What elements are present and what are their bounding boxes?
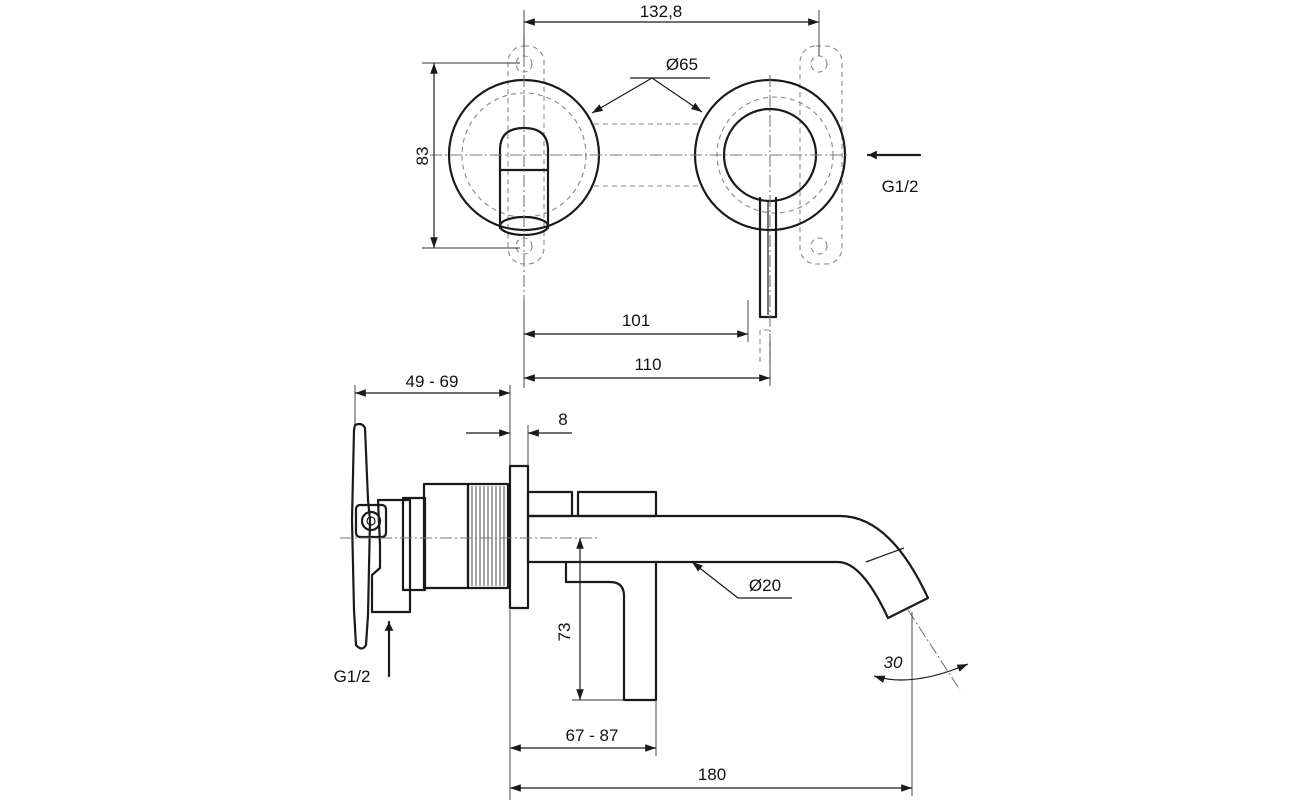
thread-hatch — [471, 486, 505, 586]
dim-height-83: 83 — [413, 62, 520, 249]
dim-spout-reach: 180 — [509, 612, 913, 796]
dim-lever-label: 101 — [622, 311, 650, 330]
spout — [526, 490, 930, 620]
front-inlet: G1/2 — [866, 150, 922, 196]
front-hidden-body — [461, 45, 843, 362]
dim-lever-height: 73 — [555, 538, 624, 701]
side-inlet: G1/2 — [334, 620, 394, 686]
spout-axis — [907, 609, 961, 691]
mounting-bracket — [350, 422, 427, 650]
dim-plate-label: 8 — [558, 410, 567, 429]
dim-lever-reach: 67 - 87 — [509, 610, 657, 800]
dim-wall-depth: 49 - 69 — [354, 372, 511, 465]
dim-diameter-65: Ø65 — [591, 55, 710, 114]
threaded-body — [422, 482, 510, 590]
lever-handle — [564, 490, 658, 702]
front-inlet-label: G1/2 — [882, 177, 919, 196]
dim-spout-diameter-label: Ø20 — [749, 576, 781, 595]
side-inlet-label: G1/2 — [334, 667, 371, 686]
dim-spout-diameter: Ø20 — [691, 561, 792, 599]
dim-lever-101: 101 — [523, 300, 749, 388]
dim-wall-depth-label: 49 - 69 — [406, 372, 459, 391]
front-view: 132,8 Ø65 83 101 110 — [413, 2, 922, 388]
dim-angle-label: 30 — [884, 653, 903, 672]
dim-width-132-8: 132,8 — [523, 2, 820, 56]
dim-overall-110: 110 — [524, 340, 771, 386]
dim-spout-reach-label: 180 — [698, 765, 726, 784]
dim-lever-reach-label: 67 - 87 — [566, 726, 619, 745]
dim-plate: 8 — [466, 410, 572, 465]
dim-overall-label: 110 — [634, 355, 661, 374]
wall-plate — [508, 464, 530, 610]
dim-lever-height-label: 73 — [555, 623, 574, 642]
dim-width-label: 132,8 — [640, 2, 683, 21]
dim-diameter-label: Ø65 — [666, 55, 698, 74]
dim-angle: 30 — [873, 653, 969, 683]
side-view: 49 - 69 8 Ø20 73 67 - 87 — [334, 372, 969, 800]
dim-height-label: 83 — [413, 147, 432, 166]
